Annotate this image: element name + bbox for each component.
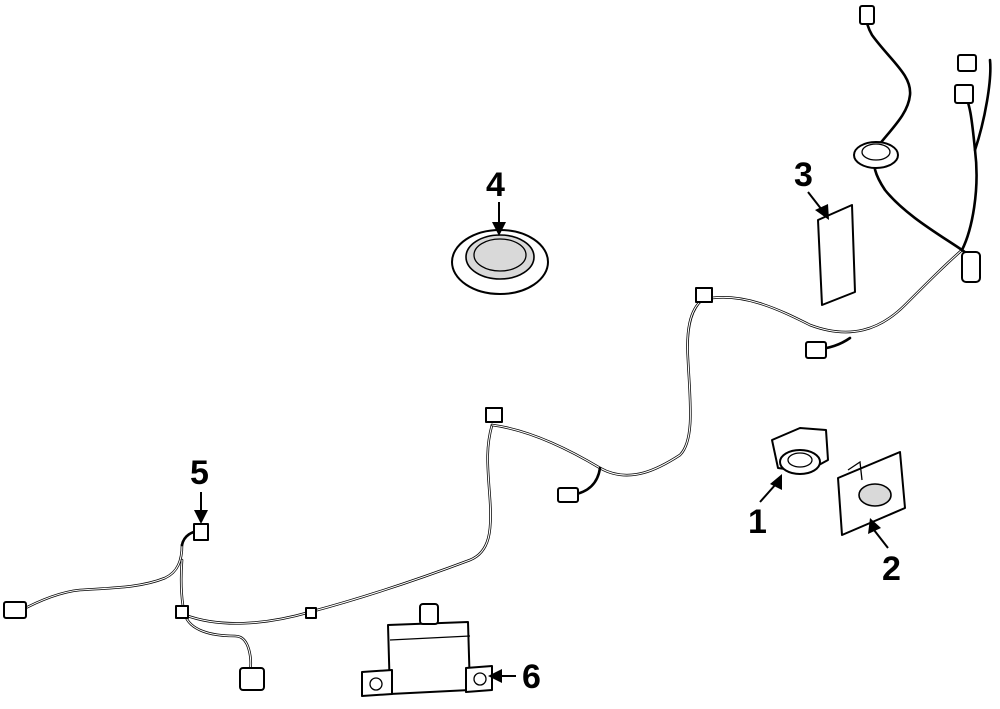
callout-5: 5: [190, 454, 209, 492]
clip: [175, 605, 189, 619]
bracket-right: [961, 251, 981, 283]
callout-4: 4: [486, 166, 505, 204]
arrow-icon: [815, 204, 829, 220]
clip: [695, 287, 713, 303]
connector-right-lower: [805, 341, 827, 359]
connector-middle: [557, 487, 579, 503]
arrow-icon: [492, 222, 506, 236]
part-2-bracket: [837, 451, 906, 536]
arrow-icon: [868, 518, 881, 534]
grommet: [853, 141, 899, 169]
callouts: 4 3 5 1 2 6: [190, 156, 901, 696]
clip: [305, 607, 317, 619]
part-6-module: [361, 603, 493, 697]
callout-2: 2: [882, 550, 901, 588]
connector-bottom: [239, 667, 265, 691]
arrow-icon: [770, 474, 782, 490]
callout-3: 3: [794, 156, 813, 194]
wiring-harness: [16, 13, 992, 674]
harness-connectors: [3, 5, 981, 691]
arrow-icon: [488, 669, 502, 683]
connector-right-b: [957, 54, 977, 72]
connector-top: [859, 5, 875, 25]
connector-right-a: [954, 84, 974, 104]
part-5-clip: [193, 523, 209, 541]
part-1-sensor: [771, 427, 829, 475]
callout-1: 1: [748, 503, 767, 541]
part-4-grommet: [451, 229, 549, 295]
arrow-icon: [194, 510, 208, 524]
callout-6: 6: [522, 658, 541, 696]
part-3-pad: [817, 204, 856, 306]
clip: [485, 407, 503, 423]
connector-left: [3, 601, 27, 619]
